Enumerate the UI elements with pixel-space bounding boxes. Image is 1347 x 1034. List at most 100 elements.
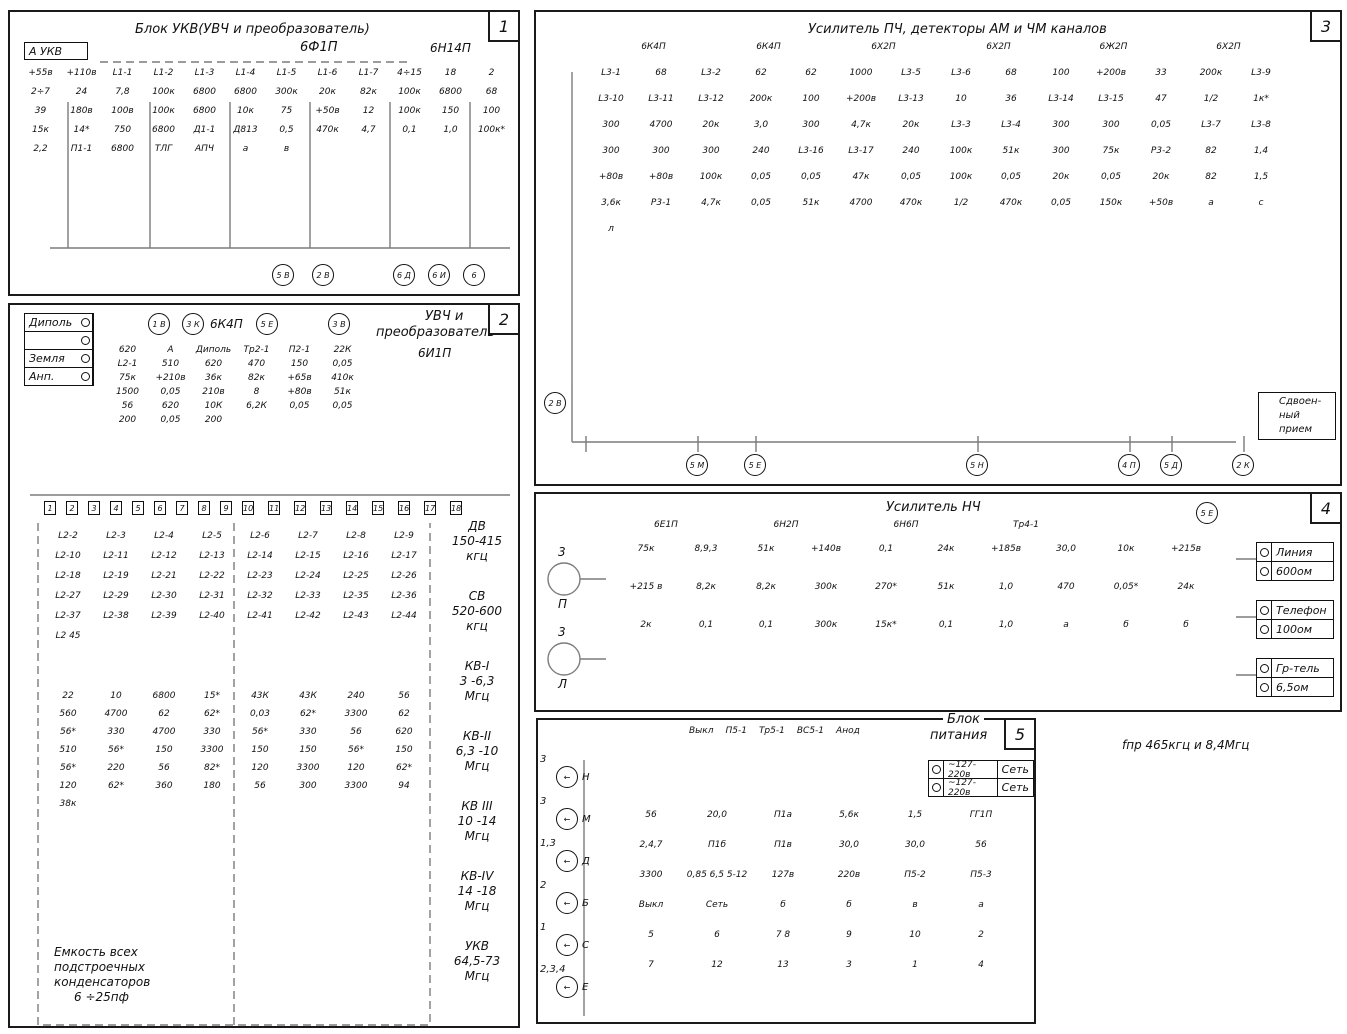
component-label: L3-10	[598, 94, 624, 104]
switch-contact[interactable]: 5	[132, 501, 144, 515]
power-output-num: 3	[540, 754, 547, 765]
terminal-6i[interactable]: 6 И	[428, 264, 450, 286]
panel3-schematic	[571, 72, 1245, 452]
panel-if-amplifier: 3 Усилитель ПЧ, детекторы АМ и ЧМ канало…	[534, 10, 1342, 486]
label-switch-p5-1[interactable]: П5-1	[725, 726, 747, 736]
switch-contact[interactable]: 14	[346, 501, 358, 515]
terminal-3v[interactable]: 3 В	[328, 313, 350, 335]
component-label: +80в	[648, 172, 674, 182]
terminal-2k[interactable]: 2 К	[1232, 454, 1254, 476]
coil-label: L2-21	[151, 571, 177, 581]
power-output-terminal[interactable]: ←	[556, 850, 578, 872]
coil-label: L2-42	[295, 611, 321, 621]
switch-contact[interactable]: 11	[268, 501, 280, 515]
bank-value: 22	[62, 691, 74, 701]
terminal-3k[interactable]: 3 К	[182, 313, 204, 335]
power-output-terminal[interactable]: ←	[556, 808, 578, 830]
terminal-2v[interactable]: 2 В	[312, 264, 334, 286]
switch-contact[interactable]: 17	[424, 501, 436, 515]
transformer-label-tr5-1: Тр5-1	[758, 726, 785, 736]
output-line[interactable]: Линия 600ом	[1256, 542, 1334, 581]
input-antenna[interactable]: Анп.	[25, 368, 93, 385]
power-output-terminal[interactable]: ←	[556, 892, 578, 914]
component-label: 22К	[333, 345, 352, 355]
switch-contact[interactable]: 9	[220, 501, 232, 515]
terminal-6[interactable]: 6	[463, 264, 485, 286]
input-dipole-2[interactable]	[25, 332, 93, 350]
power-output-terminal[interactable]: ←	[556, 976, 578, 998]
switch-contact[interactable]: 13	[320, 501, 332, 515]
terminal-5d[interactable]: 5 Д	[1160, 454, 1182, 476]
component-label: 3300	[639, 870, 663, 880]
bank-value: 62*	[204, 709, 220, 719]
terminal-5m[interactable]: 5 М	[686, 454, 708, 476]
terminal-4p[interactable]: 4 П	[1118, 454, 1140, 476]
component-label: 20к	[902, 120, 920, 130]
band-range: 150-415	[451, 534, 503, 548]
terminal-2v[interactable]: 2 В	[544, 392, 566, 414]
switch-contact[interactable]: 12	[294, 501, 306, 515]
switch-contact[interactable]: 4	[110, 501, 122, 515]
switch-contact[interactable]: 8	[198, 501, 210, 515]
switch-contact[interactable]: 16	[398, 501, 410, 515]
switch-contact[interactable]: 3	[88, 501, 100, 515]
antenna-ukv-jack[interactable]: А УКВ	[24, 42, 88, 60]
input-ground[interactable]: Земля	[25, 350, 93, 368]
component-label: 47к	[852, 172, 870, 182]
switch-contact[interactable]: 2	[66, 501, 78, 515]
terminal-5n[interactable]: 5 Н	[966, 454, 988, 476]
switch-contact[interactable]: 7	[176, 501, 188, 515]
switch-contact[interactable]: 1	[44, 501, 56, 515]
coil-label: L2-13	[199, 551, 225, 561]
band-unit: Мгц	[464, 689, 490, 703]
output-speaker[interactable]: Гр-тель 6,5ом	[1256, 658, 1334, 697]
component-label: L3-1	[601, 68, 621, 78]
component-label: +210в	[155, 373, 186, 383]
power-output-num: 1	[540, 922, 547, 933]
panel3-tube-labels: 6К4П 6К4П 6Х2П 6Х2П 6Ж2П 6Х2П	[596, 42, 1286, 53]
bank-value: 360	[155, 781, 173, 791]
tube-label-6n2p: 6Н2П	[773, 520, 799, 530]
antenna-input-block: Диполь Земля Анп.	[24, 313, 94, 386]
component-label: Диполь	[195, 345, 232, 355]
component-label: с	[1258, 198, 1264, 208]
coil-label: L2 45	[55, 631, 81, 641]
switch-contact[interactable]: 15	[372, 501, 384, 515]
power-output-terminal[interactable]: ←	[556, 934, 578, 956]
power-output-terminal[interactable]: ←	[556, 766, 578, 788]
terminal-5e[interactable]: 5 Е	[1196, 502, 1218, 524]
band-range: 520-600	[451, 604, 503, 618]
power-output-num: 3	[540, 796, 547, 807]
component-label: +55в	[28, 68, 53, 78]
terminal-5e[interactable]: 5 Е	[744, 454, 766, 476]
switch-contact[interactable]: 10	[242, 501, 254, 515]
terminal-5e[interactable]: 5 Е	[256, 313, 278, 335]
terminal-5v[interactable]: 5 В	[272, 264, 294, 286]
component-label: 100к	[949, 172, 973, 182]
component-label: 7	[648, 960, 654, 970]
component-label: 5,6к	[839, 810, 859, 820]
input-dipole[interactable]: Диполь	[25, 314, 93, 332]
component-label: 30,0	[838, 840, 860, 850]
component-label: 3	[846, 960, 852, 970]
tube-label-6e1p: 6Е1П	[654, 520, 678, 530]
component-label: 8,2к	[756, 582, 776, 592]
switch-contact[interactable]: 6	[154, 501, 166, 515]
tube-label-6k4p: 6К4П	[210, 317, 243, 331]
output-phone[interactable]: Телефон 100ом	[1256, 600, 1334, 639]
panel-number: 2	[488, 305, 518, 335]
bank-value: 150	[395, 745, 413, 755]
switch-contact[interactable]: 18	[450, 501, 462, 515]
bank-value: 4700	[104, 709, 128, 719]
terminal-6d[interactable]: 6 Д	[393, 264, 415, 286]
component-label: 10	[955, 94, 967, 104]
bank-value: 56*	[348, 745, 364, 755]
combined-reception-jack[interactable]: Сдвоен- ный прием	[1258, 392, 1336, 440]
component-label: 0,05	[1000, 172, 1022, 182]
component-label: 300к	[275, 87, 298, 97]
bank-value: 180	[203, 781, 221, 791]
terminal-1v[interactable]: 1 В	[148, 313, 170, 335]
